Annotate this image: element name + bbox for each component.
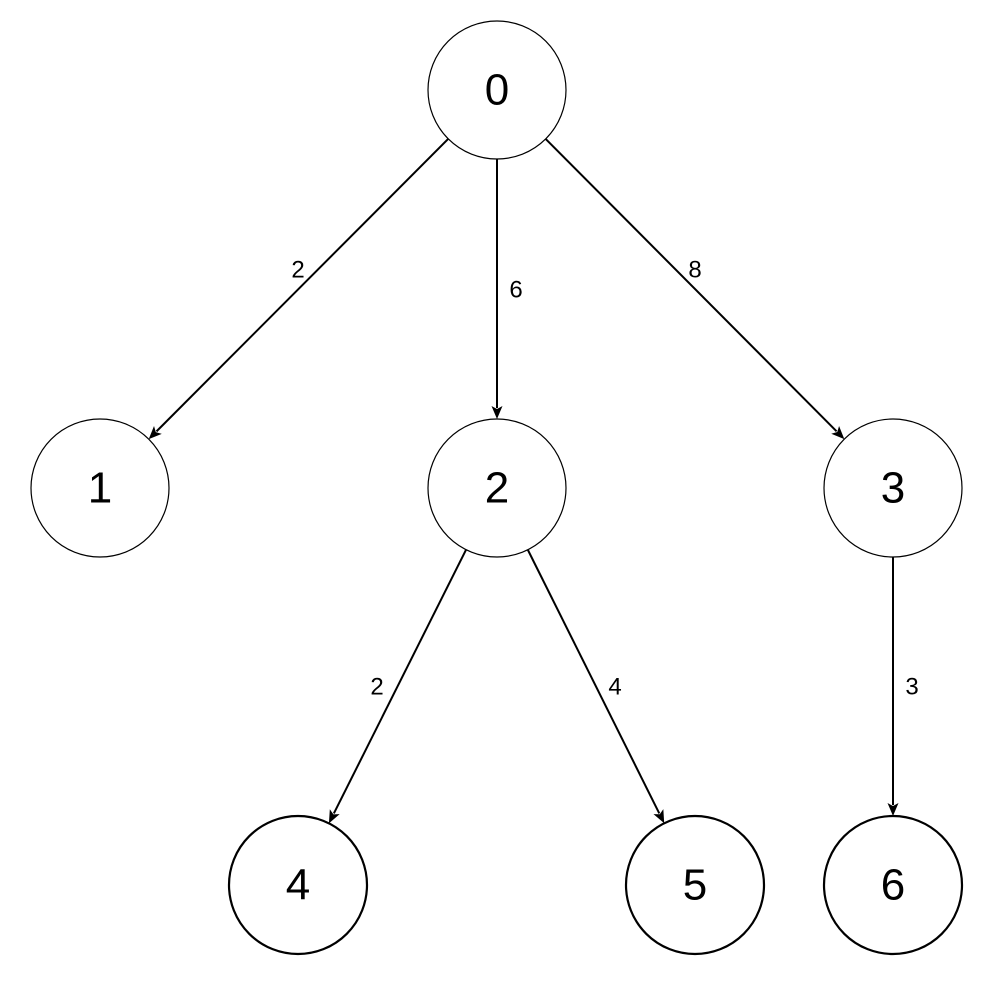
node-0: 0 <box>427 20 567 160</box>
edge-weight-label: 6 <box>509 277 522 304</box>
edge-weight-label: 2 <box>291 257 304 284</box>
edge-line <box>155 138 449 433</box>
edge-weight-label: 8 <box>688 257 701 284</box>
node-circle <box>227 814 369 956</box>
edge-2-5: 4 <box>526 549 665 824</box>
node-5: 5 <box>624 814 766 956</box>
node-circle <box>427 20 567 160</box>
edge-weight-label: 2 <box>370 674 383 701</box>
edge-line <box>544 138 838 432</box>
node-label: 3 <box>881 464 905 513</box>
edge-0-3: 8 <box>544 138 845 440</box>
edge-weight-label: 4 <box>608 674 621 701</box>
node-label: 6 <box>881 861 905 910</box>
node-4: 4 <box>227 814 369 956</box>
node-label: 1 <box>88 464 112 513</box>
arrowhead <box>831 425 845 440</box>
node-3: 3 <box>823 418 963 558</box>
arrowhead <box>491 406 503 419</box>
node-circle <box>30 418 170 558</box>
node-label: 0 <box>485 66 509 115</box>
node-label: 4 <box>286 861 310 910</box>
node-circle <box>822 814 964 956</box>
arrowhead <box>328 809 340 824</box>
arrowhead <box>653 809 665 824</box>
node-circle <box>624 814 766 956</box>
edges-layer: 2 6 8 2 4 3 <box>148 138 919 824</box>
arrowhead <box>148 426 162 440</box>
node-6: 6 <box>822 814 964 956</box>
node-2: 2 <box>427 418 567 558</box>
edge-line <box>526 549 661 814</box>
node-label: 2 <box>485 464 509 513</box>
node-circle <box>823 418 963 558</box>
edge-line <box>332 549 467 814</box>
node-circle <box>427 418 567 558</box>
edge-3-6: 3 <box>887 557 919 816</box>
edge-2-4: 2 <box>328 549 467 824</box>
edge-0-2: 6 <box>491 159 523 419</box>
nodes-layer: 0 1 2 3 4 5 6 <box>30 20 964 956</box>
arrowhead <box>887 803 899 816</box>
node-label: 5 <box>683 861 707 910</box>
node-1: 1 <box>30 418 170 558</box>
edge-0-1: 2 <box>148 138 449 440</box>
edge-weight-label: 3 <box>905 674 918 701</box>
